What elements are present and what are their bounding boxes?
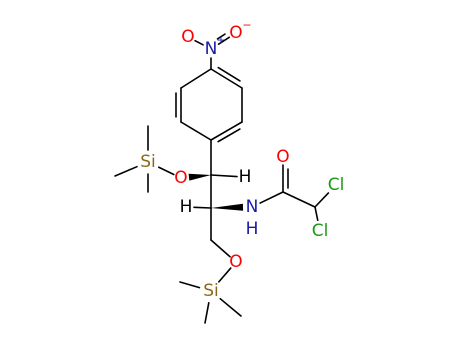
bond-r3-r4-second	[217, 128, 241, 143]
wedge-bond-c2-nA	[211, 203, 244, 211]
nitro-minus-charge: −	[242, 19, 251, 32]
bond-r3-r4	[210, 121, 243, 141]
atom-nitro-nitrogen: N	[205, 39, 218, 59]
atom-silicon-upper: Si	[140, 152, 156, 172]
atom-nitro-oxygen-left: O	[181, 27, 194, 47]
bond-c3-oL	[210, 239, 231, 258]
nitro-plus-charge: +	[216, 34, 225, 47]
bond-n-o2-second	[216, 33, 226, 40]
bond-r1-r2-second	[217, 66, 241, 82]
atom-nitrogen-amide: N	[246, 197, 259, 217]
bonds-layer	[114, 33, 330, 324]
atom-oxygen-carbonyl: O	[276, 147, 289, 167]
bond-r4-r5	[180, 121, 212, 141]
bond-n-o1	[194, 39, 204, 46]
bond-cCl-cl2	[314, 206, 319, 222]
bond-siL-mL3	[219, 297, 242, 317]
atom-chlorine-2: Cl	[312, 221, 329, 241]
atom-oxygen-upper: O	[174, 168, 187, 188]
bond-n-o2	[217, 36, 231, 45]
bond-c2-hL	[193, 206, 212, 209]
atom-silicon-lower: Si	[203, 281, 219, 301]
bond-r6-r1	[180, 68, 212, 89]
atom-hydrogen-lower: H	[180, 197, 193, 217]
atom-hydrogen-upper: H	[239, 167, 252, 187]
bond-siU-mU2	[114, 165, 138, 177]
atom-labels-layer: O O N + − O Si H H N H O Cl Cl O Si	[140, 19, 344, 302]
bond-r1-r2	[210, 68, 243, 89]
atom-hydrogen-amide: H	[246, 219, 259, 239]
bond-c1-h1	[210, 174, 238, 178]
bond-cCl-cl1	[314, 192, 330, 208]
bond-siL-mL1	[179, 281, 201, 289]
bond-oU-siU	[157, 166, 175, 176]
bond-siL-mL2	[204, 301, 210, 324]
atom-oxygen-lower: O	[229, 252, 242, 272]
bond-oL-siL	[218, 267, 232, 283]
atom-chlorine-1: Cl	[328, 175, 345, 195]
atom-nitro-oxygen-right: O	[229, 23, 242, 43]
wedge-bond-c1-oU	[188, 173, 211, 181]
bond-nA-cC	[259, 191, 284, 204]
bond-cC-cCl	[282, 191, 316, 208]
